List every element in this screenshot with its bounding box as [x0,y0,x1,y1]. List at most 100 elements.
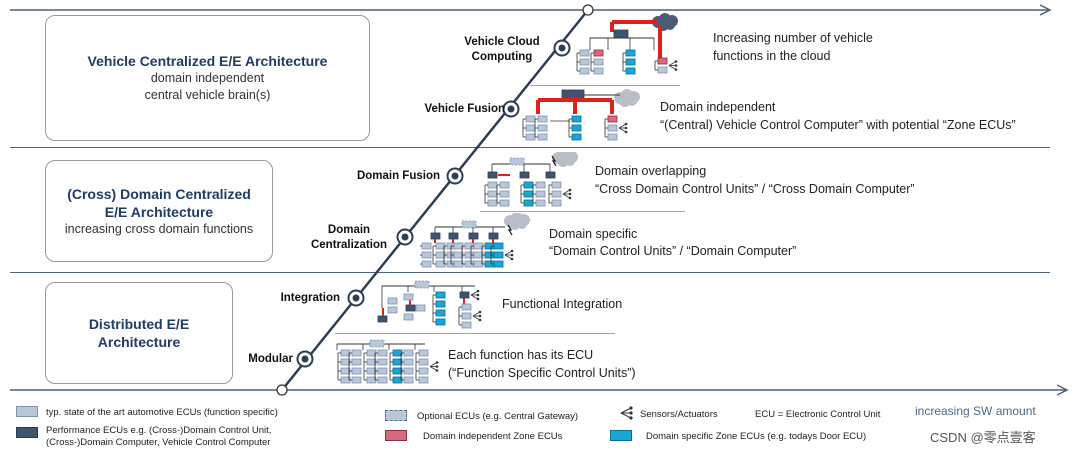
ecu-box [403,376,414,384]
cloud-icon [614,89,640,107]
stage-label-domain-fusion: Domain Fusion [356,170,440,182]
separator-line [10,272,1050,273]
performance-ecu [405,304,416,312]
wireless-icon [551,155,557,167]
zone-ecu-independent [593,49,604,57]
ecu-box [418,358,429,366]
performance-ecu [545,171,556,179]
stage-marker [396,228,414,246]
stage-marker [347,289,365,307]
arch-box-distributed: Distributed E/E Architecture [45,282,233,384]
ecu-box [551,181,562,189]
performance-ecu [448,232,459,240]
arch-subtitle: domain independent [150,71,265,85]
top-axis-arrow [10,4,1052,16]
zone-ecu-specific [625,58,636,66]
ecu-box [487,190,498,198]
stage-desc: “Domain Control Units” / “Domain Compute… [549,244,797,258]
legend-text: (Cross-)Domain Computer, Vehicle Control… [46,437,271,448]
sensors-icon [618,122,628,134]
legend-text: Domain independent Zone ECUs [423,431,563,442]
watermark: CSDN @零点壹客 [930,430,1036,445]
sensors-icon [620,406,633,420]
ecu-box [418,376,429,384]
network-integration [377,280,482,329]
zone-ecu-specific [571,133,582,141]
ecu-box [537,124,548,132]
ecu-box [403,367,414,375]
ecu-box [403,349,414,357]
ecu-box [499,190,510,198]
stage-marker [296,350,314,368]
cloud-icon [552,152,578,167]
ecu-box [387,297,398,305]
sensors-icon [504,249,514,261]
arch-title: (Cross) Domain Centralized E/E Architect… [67,185,251,220]
zone-ecu-specific [435,291,446,299]
ecu-box [551,190,562,198]
ecu-box [461,312,472,320]
ecu-box [403,293,414,301]
zone-ecu-specific [571,115,582,123]
legend-swatch-light-ecu [16,406,38,417]
ecu-box [525,133,536,141]
zone-ecu-specific [493,260,504,268]
optional-ecu [414,280,430,289]
legend-text: ECU = Electronic Control Unit [755,409,881,420]
ecu-box [657,66,668,74]
sensors-icon [429,361,439,372]
legend-swatch-cyan-zone [610,430,632,441]
zone-ecu-specific [493,251,504,259]
ecu-box [387,306,398,314]
ecu-box [593,58,604,66]
network-vehicle-cloud [576,13,678,75]
stage-label-vehicle-cloud: Vehicle Cloud Computing [464,36,540,63]
ecu-box [351,376,362,384]
ecu-box [421,251,432,259]
zone-ecu-independent [657,57,668,65]
performance-ecu [468,232,479,240]
legend-text: Performance ECUs e.g. (Cross-)Domain Con… [46,425,272,436]
legend-swatch-pink-zone [385,430,407,441]
ecu-box [351,349,362,357]
stage-marker [502,100,520,118]
ecu-box [607,124,618,132]
bottom-axis-arrow [10,384,1069,396]
sensors-icon [472,310,482,322]
performance-ecu [459,291,470,299]
divider-line [480,211,685,212]
zone-ecu-specific [435,318,446,326]
ecu-box [525,115,536,123]
stage-desc: functions in the cloud [713,49,831,63]
ecu-box [535,199,546,207]
ecu-box [499,181,510,189]
stage-desc: Increasing number of vehicle [713,31,873,45]
stage-desc: Domain specific [549,227,638,241]
sensors-icon [562,188,572,200]
network-domain-fusion [484,152,578,207]
stage-desc: Functional Integration [502,297,623,311]
network-vehicle-fusion [522,89,640,141]
ecu-box [351,367,362,375]
ecu-box [403,358,414,366]
ecu-box [487,181,498,189]
stage-desc: (“Function Specific Control Units”) [448,366,636,380]
sensors-icon [668,60,678,71]
legend-text: Domain specific Zone ECUs (e.g. todays D… [646,431,867,442]
ecu-box [499,199,510,207]
ecu-box [421,260,432,268]
stage-desc: “Cross Domain Control Units” / “Cross Do… [595,182,915,196]
zone-ecu-specific [523,181,534,189]
ecu-box [461,321,472,329]
ecu-box [377,376,388,384]
zone-ecu-specific [435,309,446,317]
zone-ecu-specific [571,124,582,132]
ecu-box [377,358,388,366]
zone-ecu-specific [523,190,534,198]
ecu-box [525,124,536,132]
endpoint-circle [582,4,594,16]
arch-subtitle: central vehicle brain(s) [144,88,271,102]
network-domain-centralization [420,213,530,268]
stage-desc: Each function has its ECU [448,348,594,362]
